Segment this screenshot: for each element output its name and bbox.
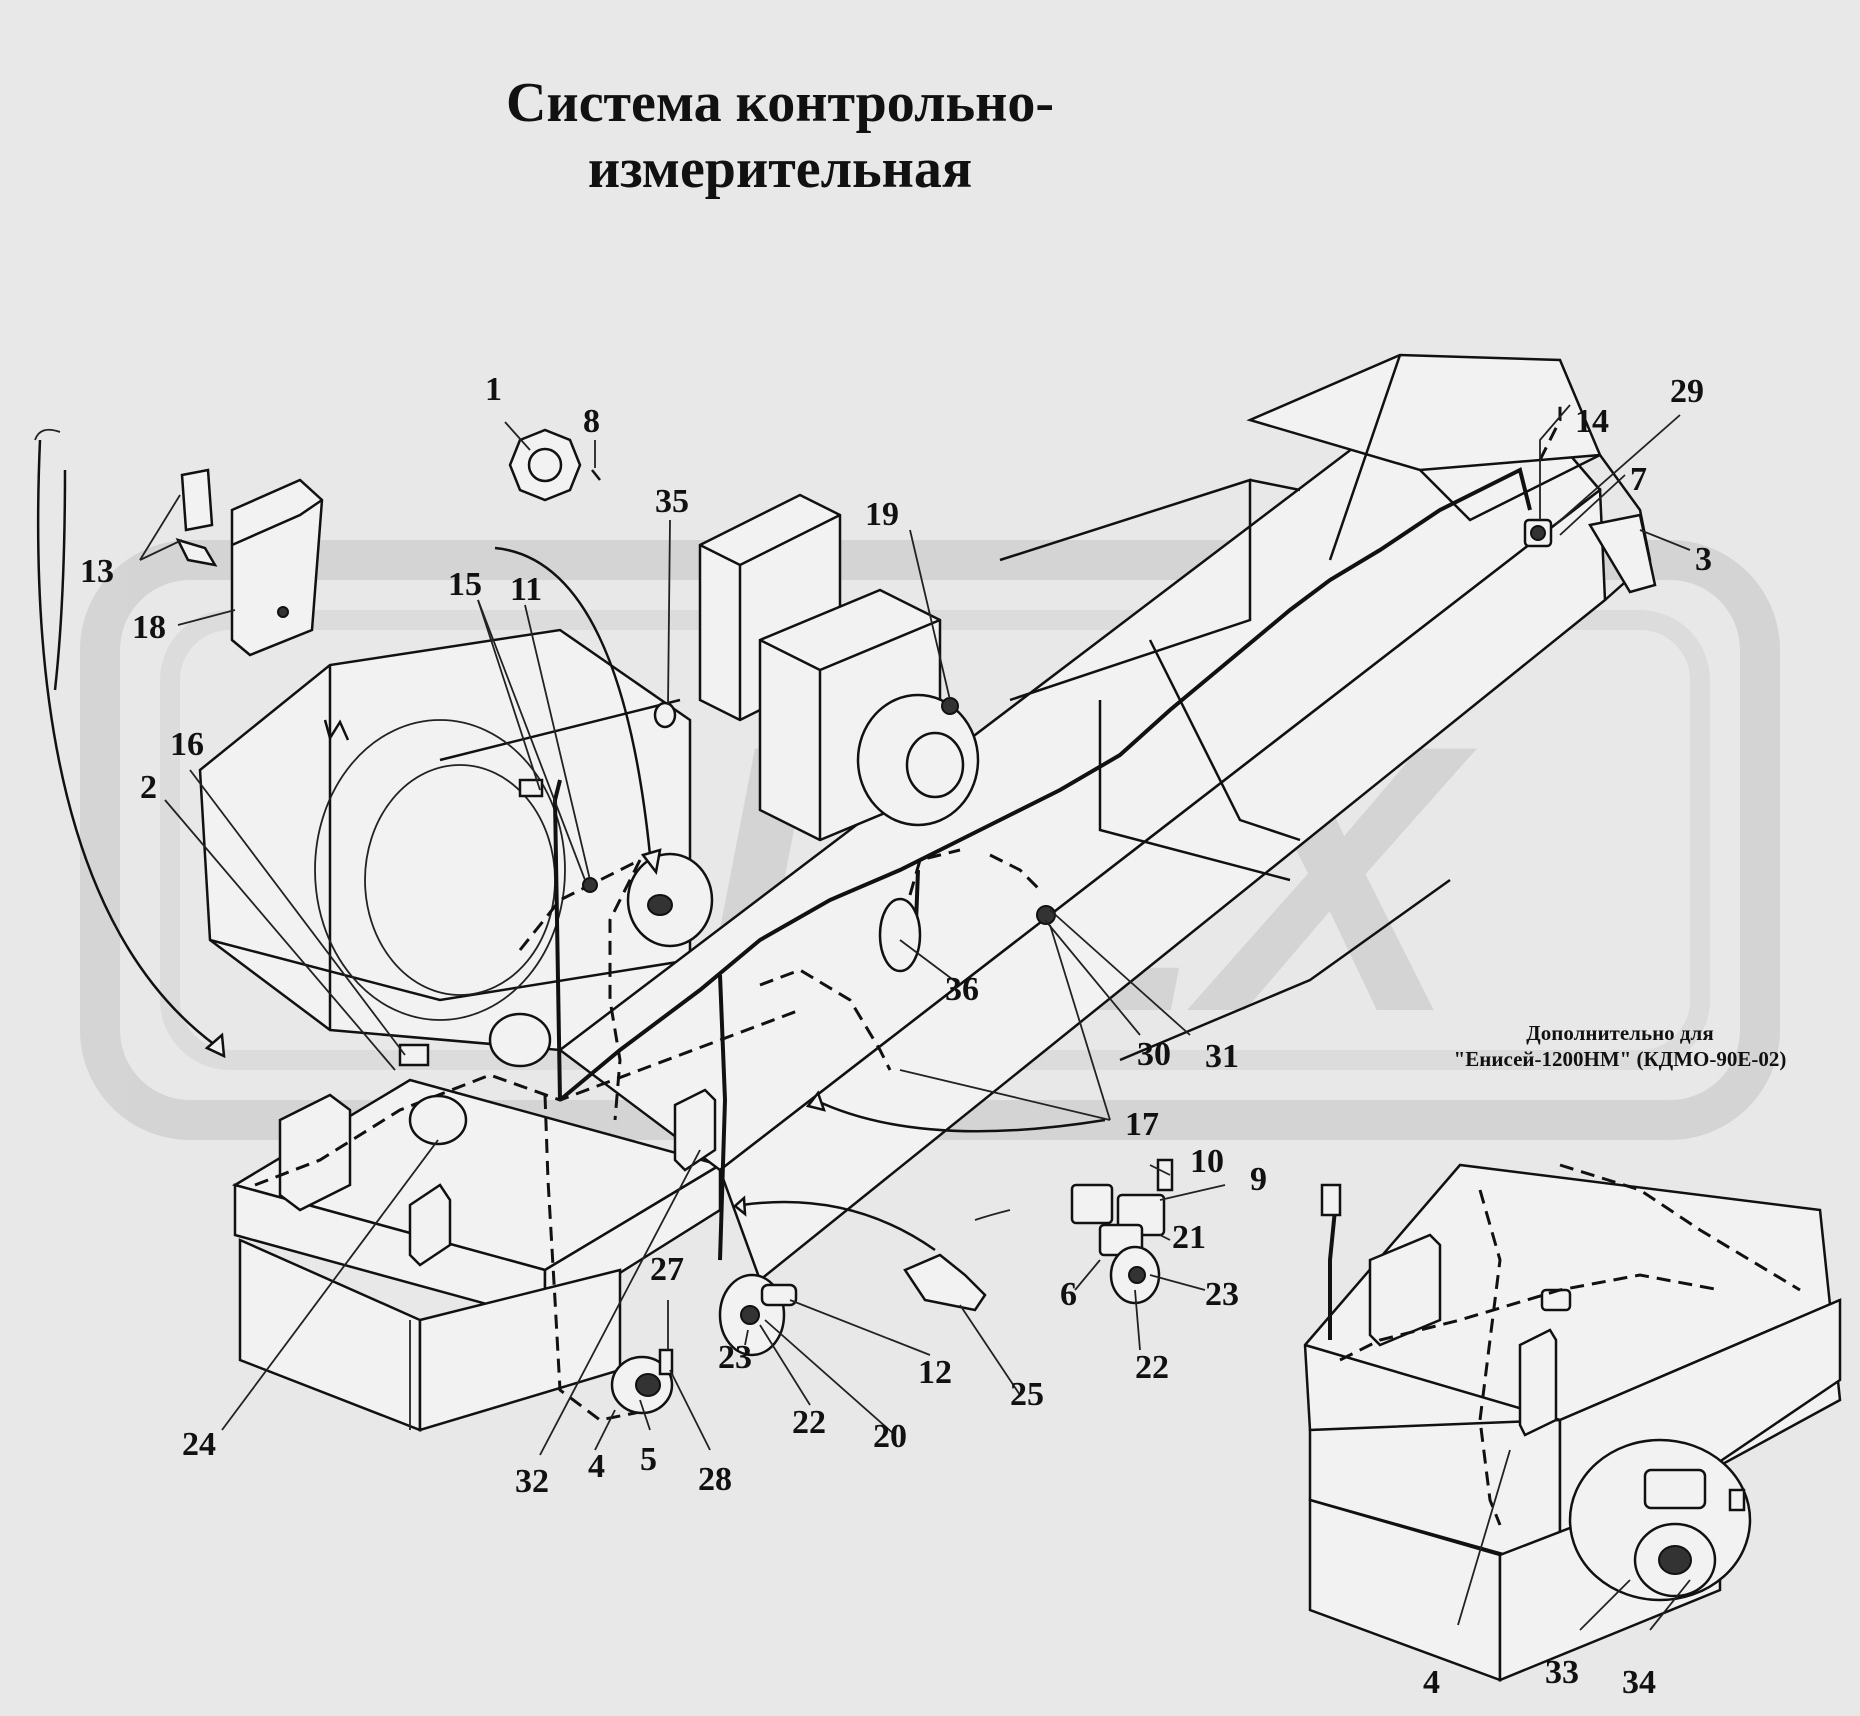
title-line-1: Система контрольно- <box>505 72 1055 134</box>
wrench-part-25 <box>903 1253 987 1312</box>
callout-1: 1 <box>485 371 502 408</box>
callout-4a: 4 <box>588 1448 605 1485</box>
callout-18: 18 <box>132 609 166 646</box>
callout-33: 33 <box>1545 1654 1579 1691</box>
sensor-part-35 <box>653 701 677 729</box>
callout-10: 10 <box>1190 1143 1224 1180</box>
callout-20: 20 <box>873 1418 907 1455</box>
callout-23b: 23 <box>1205 1276 1239 1313</box>
strip-part-3 <box>1588 513 1657 594</box>
screw-part-8 <box>591 469 601 481</box>
wiring-harness <box>254 400 1562 1422</box>
callout-35: 35 <box>655 483 689 520</box>
sensor-part-36 <box>878 897 922 973</box>
inset-caption-line-1: Дополнительно для <box>1526 1021 1714 1045</box>
callout-11: 11 <box>510 571 542 608</box>
callout-12: 12 <box>918 1354 952 1391</box>
connector-part-7 <box>1523 518 1553 548</box>
callout-32: 32 <box>515 1463 549 1500</box>
sensor-part-11 <box>582 877 598 893</box>
callout-21: 21 <box>1172 1219 1206 1256</box>
callout-23a: 23 <box>718 1339 752 1376</box>
callout-16: 16 <box>170 726 204 763</box>
callout-2: 2 <box>140 769 157 806</box>
callout-29: 29 <box>1670 373 1704 410</box>
callout-8: 8 <box>583 403 600 440</box>
callout-36: 36 <box>945 971 979 1008</box>
callout-24: 24 <box>182 1426 216 1463</box>
engine-housing <box>198 628 692 1052</box>
wheel-sensor-20 <box>718 1273 798 1357</box>
callout-27: 27 <box>650 1251 684 1288</box>
box-part-18 <box>230 478 324 657</box>
callout-25: 25 <box>1010 1376 1044 1413</box>
callout-30: 30 <box>1137 1036 1171 1073</box>
callout-14: 14 <box>1575 403 1609 440</box>
relay-assembly-9-10-21 <box>1070 1158 1174 1305</box>
callout-15: 15 <box>448 566 482 603</box>
callout-31: 31 <box>1205 1038 1239 1075</box>
sensor-part-24 <box>408 1094 468 1146</box>
inset-enisey-1200nm <box>1303 1163 1842 1682</box>
diagram-title: Система контрольно- измерительная <box>420 70 1140 202</box>
callout-6: 6 <box>1060 1276 1077 1313</box>
leader-lines <box>34 404 1691 1631</box>
engine-block <box>698 493 980 842</box>
sensors <box>175 428 1657 1415</box>
callout-3: 3 <box>1695 541 1712 578</box>
sensor-part-19 <box>941 697 959 715</box>
callout-17: 17 <box>1125 1106 1159 1143</box>
callout-34: 34 <box>1622 1664 1656 1701</box>
bracket-part-13 <box>175 468 218 567</box>
callout-labels: 1 8 35 19 14 29 7 3 13 18 15 11 16 2 36 … <box>80 371 1712 1701</box>
callout-4b: 4 <box>1423 1664 1440 1701</box>
sensor-part-15 <box>518 778 544 798</box>
title-line-2: измерительная <box>587 138 973 200</box>
callout-7: 7 <box>1630 461 1647 498</box>
callout-22a: 22 <box>792 1404 826 1441</box>
callout-9: 9 <box>1250 1161 1267 1198</box>
callout-28: 28 <box>698 1461 732 1498</box>
pulley-sensor-5 <box>610 1348 674 1415</box>
callout-22b: 22 <box>1135 1349 1169 1386</box>
inset-caption-line-2: "Енисей-1200НМ" (КДМО-90Е-02) <box>1453 1047 1787 1071</box>
inset-caption: Дополнительно для "Енисей-1200НМ" (КДМО-… <box>1380 1020 1860 1072</box>
callout-19: 19 <box>865 496 899 533</box>
callout-5: 5 <box>640 1441 657 1478</box>
callout-13: 13 <box>80 553 114 590</box>
